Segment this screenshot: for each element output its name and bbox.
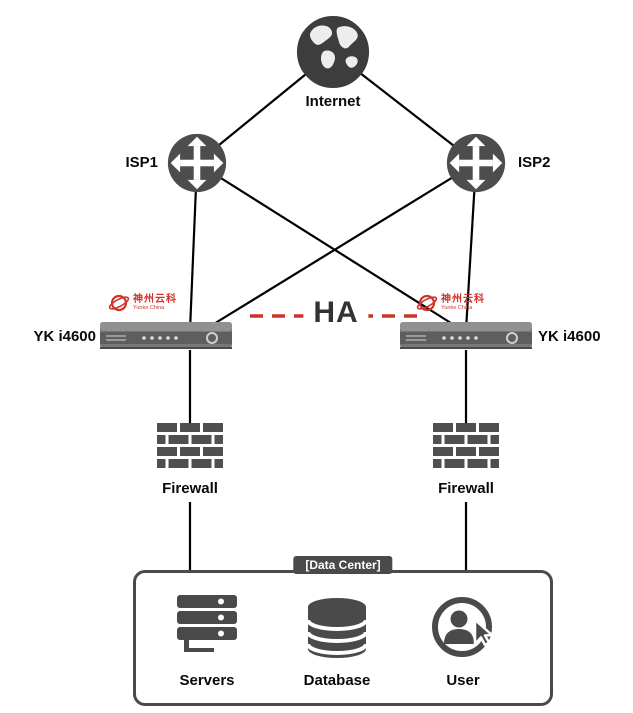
yunke-logo-left: 神州云科 Yunke China bbox=[108, 292, 177, 314]
user-icon bbox=[431, 595, 495, 659]
yk-i4600-right-label: YK i4600 bbox=[538, 328, 601, 345]
load-balancer-right-icon bbox=[400, 320, 532, 352]
yunke-swirl-icon bbox=[108, 294, 130, 312]
yk-i4600-left-label: YK i4600 bbox=[33, 328, 96, 345]
firewall-left-label: Firewall bbox=[140, 480, 240, 497]
ha-label: HA bbox=[303, 294, 369, 332]
firewall-right-icon bbox=[433, 423, 499, 469]
user-label: User bbox=[446, 672, 480, 689]
yunke-logo-cn: 神州云科 bbox=[441, 293, 485, 305]
internet-globe-icon bbox=[295, 14, 371, 90]
isp1-label: ISP1 bbox=[125, 154, 158, 171]
data-center-badge: [Data Center] bbox=[293, 556, 393, 574]
database-label: Database bbox=[303, 672, 371, 689]
database-icon bbox=[306, 598, 368, 660]
yunke-logo-cn: 神州云科 bbox=[133, 293, 177, 305]
isp2-router-icon bbox=[445, 132, 507, 194]
yunke-swirl-icon bbox=[416, 294, 438, 312]
firewall-left-icon bbox=[157, 423, 223, 469]
isp2-label: ISP2 bbox=[518, 154, 551, 171]
link-isp1-right-device bbox=[196, 162, 463, 331]
isp1-router-icon bbox=[166, 132, 228, 194]
load-balancer-left-icon bbox=[100, 320, 232, 352]
yunke-logo-en: Yunke China bbox=[441, 304, 473, 311]
servers-label: Servers bbox=[179, 672, 235, 689]
yunke-logo-right: 神州云科 Yunke China bbox=[416, 292, 485, 314]
firewall-right-label: Firewall bbox=[416, 480, 516, 497]
link-isp2-left-device bbox=[203, 162, 477, 331]
yunke-logo-en: Yunke China bbox=[133, 304, 165, 311]
internet-label: Internet bbox=[305, 93, 361, 110]
servers-icon bbox=[174, 595, 240, 659]
